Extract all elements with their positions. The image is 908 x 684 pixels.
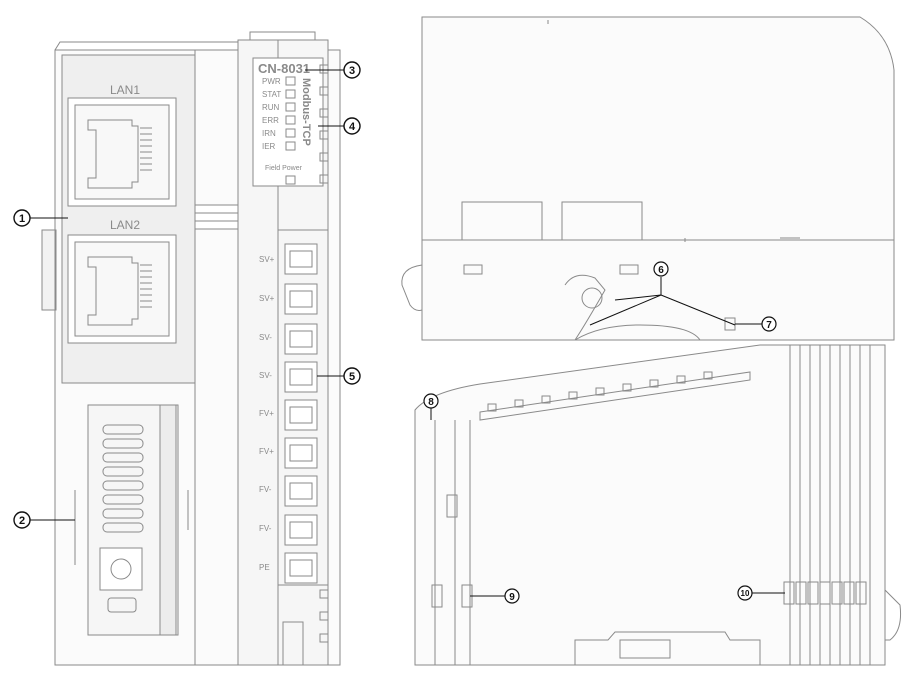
lan1-label: LAN1: [110, 83, 140, 97]
front-view: [41, 31, 341, 666]
callout-6-label: 6: [658, 265, 664, 276]
bottom-clip-9a: [431, 584, 443, 608]
bottom-view: [414, 344, 901, 666]
side-lever: [564, 274, 606, 341]
module-top-edge: [54, 41, 241, 51]
side-clip-left: [401, 264, 423, 311]
terminal-label-4: SV-: [259, 371, 272, 380]
callouts: 1 2 3 4 5 6 7 8 9 10: [13, 61, 777, 604]
bottom-foot: [574, 631, 761, 665]
bottom-clip-upper: [446, 494, 458, 518]
terminal-label-1: SV+: [259, 255, 275, 264]
terminal-slots: [284, 243, 318, 584]
callout-7: 7: [761, 316, 777, 332]
terminal-label-7: FV-: [259, 485, 272, 494]
callout-2: 2: [13, 511, 31, 529]
led-label-err: ERR: [262, 116, 279, 125]
side-lever-pivot: [581, 287, 603, 309]
terminal-label-6: FV+: [259, 447, 274, 456]
callout-9-label: 9: [509, 592, 515, 603]
callout-10: 10: [737, 585, 753, 601]
usb-port: [107, 597, 137, 613]
callout-9: 9: [504, 588, 520, 604]
callout-6: 6: [653, 261, 669, 277]
callout-3: 3: [343, 61, 361, 79]
callout-1: 1: [13, 209, 31, 227]
reset-button: [110, 558, 132, 580]
callout-10-label: 10: [741, 589, 750, 598]
callout-1-label: 1: [19, 213, 25, 225]
callout-5: 5: [343, 367, 361, 385]
status-panel: [252, 57, 324, 187]
led-label-pwr: PWR: [262, 77, 281, 86]
reset-button-housing: [99, 547, 143, 591]
field-power-label: Field Power: [265, 165, 303, 172]
callout-2-label: 2: [19, 515, 25, 527]
terminal-label-3: SV-: [259, 333, 272, 342]
terminal-label-9: PE: [259, 563, 270, 572]
side-connector-b: [561, 201, 643, 241]
led-label-ier: IER: [262, 142, 276, 151]
callout-4: 4: [343, 117, 361, 135]
bottom-clip-right: [884, 589, 901, 641]
side-view: [401, 16, 895, 341]
dip-switches: [102, 424, 144, 533]
bottom-rail: [479, 371, 751, 421]
callout-8-label: 8: [428, 397, 434, 408]
led-label-irn: IRN: [262, 129, 276, 138]
side-body: [421, 16, 895, 341]
side-latch: [41, 229, 57, 311]
model-label: CN-8031: [258, 61, 310, 76]
lan2-label: LAN2: [110, 218, 140, 232]
callout-7-label: 7: [766, 320, 772, 331]
callout-leaders: [29, 69, 785, 597]
led-indicators: [285, 76, 296, 185]
terminal-label-2: SV+: [259, 294, 275, 303]
front-labels: LAN1 LAN2 CN-8031 Modbus-TCP PWR STAT RU…: [110, 61, 312, 572]
bottom-notches: [487, 371, 713, 412]
lan1-jack: [87, 119, 139, 189]
lan2-jack: [87, 256, 139, 326]
side-connector-a: [461, 201, 543, 241]
bottom-rib-group: [783, 345, 871, 665]
led-label-stat: STAT: [262, 90, 281, 99]
callout-5-label: 5: [349, 371, 355, 383]
bridge-bar: [194, 204, 239, 230]
bottom-body: [414, 344, 886, 666]
terminal-label-8: FV-: [259, 524, 272, 533]
terminal-tabs: [319, 64, 329, 643]
protocol-label: Modbus-TCP: [300, 78, 312, 146]
callout-4-label: 4: [349, 121, 356, 133]
callout-8: 8: [423, 393, 439, 409]
terminal-top-clip: [238, 31, 328, 41]
led-label-run: RUN: [262, 103, 280, 112]
callout-3-label: 3: [349, 65, 355, 77]
side-base-curve: [574, 324, 701, 341]
terminal-label-5: FV+: [259, 409, 274, 418]
